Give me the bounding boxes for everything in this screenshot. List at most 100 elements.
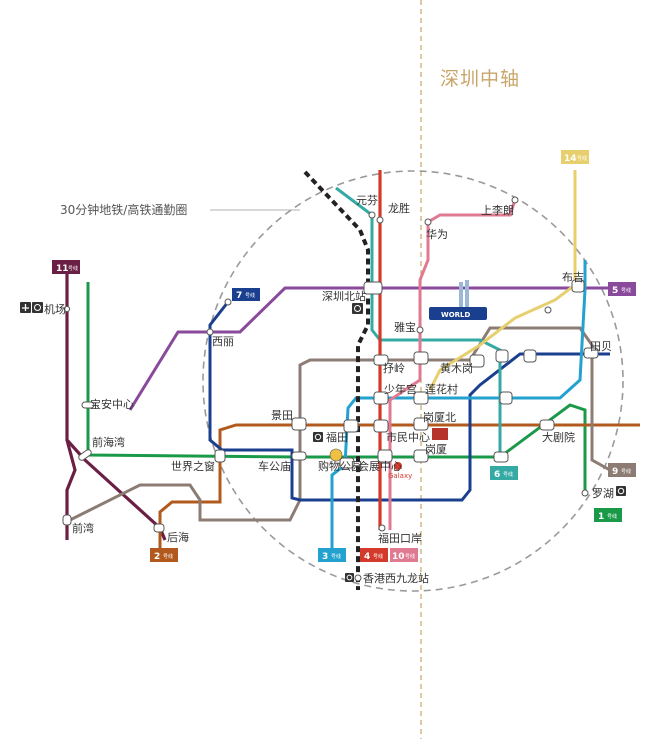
station-label: 华为 [426,227,448,241]
station-marker[interactable] [424,218,432,226]
line-badge-11: 11 号线 [52,260,80,274]
station-marker[interactable] [413,391,429,405]
station-marker[interactable] [581,489,589,497]
rail-station-icon [616,486,626,496]
station-label: 香港西九龙站 [363,571,429,585]
line-badge-4-number: 4 [364,552,370,562]
line-badge-14-number: 14 [564,154,577,164]
station-marker[interactable] [363,281,383,295]
airport-icon [20,302,31,313]
galaxy-icon: Galaxy [388,462,412,480]
station-marker[interactable] [78,449,93,462]
station-marker[interactable] [413,417,429,431]
station-marker[interactable] [63,305,71,313]
station-marker[interactable] [354,574,362,582]
line-badge-9: 9 号线 [608,463,636,477]
station-marker[interactable] [413,449,429,463]
line-badge-9-word: 号线 [621,468,631,475]
station-marker[interactable] [206,328,214,336]
station-label: 上李朗 [481,203,514,217]
station-label: 龙胜 [388,201,410,215]
station-marker[interactable] [343,419,359,433]
line-badge-5: 5 号线 [608,282,636,296]
station-label: 雅宝 [394,320,416,334]
line-badge-11-word: 号线 [68,265,78,272]
station-marker[interactable] [373,354,389,366]
gangxia-building-icon [432,428,448,440]
line-2-path [158,423,640,548]
station-label: 深圳北站 [322,289,366,303]
station-marker[interactable] [499,391,513,405]
galaxy-label: Galaxy [388,472,412,480]
station-marker[interactable] [571,279,585,293]
station-marker[interactable] [291,417,307,431]
station-label: 前湾 [72,521,94,535]
station-label: 抒岭 [383,361,405,375]
station-marker[interactable] [413,351,429,365]
station-label: 岗厦 [425,443,447,456]
station-label: 会展中心 [358,460,402,473]
line-badge-7-number: 7 [236,291,242,301]
station-marker[interactable] [495,349,509,363]
line-badge-10: 10 号线 [390,548,418,562]
station-label: 黄木岗 [440,361,473,375]
station-label: 宝安中心 [90,397,134,411]
rail-station-icon [32,302,43,313]
station-marker[interactable] [511,196,519,204]
station-label: 景田 [271,409,293,422]
station-label: 后海 [167,530,189,544]
line-badge-3: 3 号线 [318,548,346,562]
station-label: 车公庙 [258,459,291,473]
station-marker[interactable] [416,326,424,334]
station-marker[interactable] [583,347,599,359]
station-marker[interactable] [377,449,393,463]
rail-station-icon [352,303,363,314]
line-5-path [128,286,610,411]
station-marker[interactable] [224,298,232,306]
line-badge-14-word: 号线 [577,155,587,162]
station-labels: 机场 宝安中心 前海湾 前湾 后海 世界之窗 车公庙 景田 西丽 深圳北站 元芬… [44,194,614,585]
project-world-icon: WORLD [429,280,487,320]
line-badge-2-word: 号线 [163,553,173,560]
line-badge-4-word: 号线 [373,553,383,560]
station-label: 世界之窗 [171,459,215,473]
line-badge-6-word: 号线 [503,471,513,478]
station-marker[interactable] [291,451,307,461]
station-marker[interactable] [153,523,165,533]
line-badge-2-number: 2 [154,552,160,562]
station-label: 福田 [326,430,348,444]
station-marker[interactable] [62,514,72,526]
line-badge-5-number: 5 [612,286,618,296]
high-speed-rail [303,170,370,590]
station-marker[interactable] [523,349,537,363]
line-badge-1: 1 号线 [594,508,622,522]
line-badge-1-word: 号线 [607,513,617,520]
station-marker[interactable] [339,457,355,469]
line-badge-4: 4 号线 [360,548,388,562]
station-marker[interactable] [469,354,485,368]
station-marker[interactable] [214,449,226,463]
station-label: 元芬 [356,194,378,207]
station-label: 莲花村 [425,382,458,396]
station-marker[interactable] [539,419,555,431]
station-marker[interactable] [378,524,386,532]
station-marker[interactable] [81,401,95,409]
station-marker[interactable] [493,451,509,463]
rail-station-icon [345,573,354,582]
station-marker[interactable] [368,211,376,219]
station-marker[interactable] [544,306,552,314]
commute-circle-label: 30分钟地铁/高铁通勤圈 [60,202,187,217]
project-world-label: WORLD [441,311,471,319]
line-badge-2: 2 号线 [150,548,178,562]
line-10-path [388,199,517,530]
station-markers [62,196,599,582]
station-marker[interactable] [376,216,384,224]
line-badge-1-number: 1 [598,512,604,522]
line-badge-6: 6 号线 [490,466,518,480]
station-marker[interactable] [373,391,389,405]
station-label: 罗湖 [592,487,614,500]
station-label: 购物公园 [318,459,362,473]
station-marker[interactable] [373,419,389,433]
station-label: 田贝 [590,340,612,353]
